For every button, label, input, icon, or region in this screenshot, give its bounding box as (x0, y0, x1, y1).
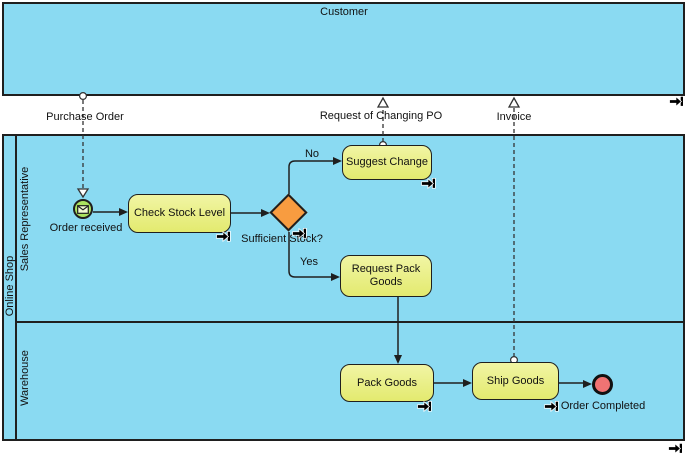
start-event-order-received[interactable] (73, 199, 93, 219)
task-check-stock-level[interactable]: Check Stock Level (128, 194, 231, 233)
task-ship-goods[interactable]: Ship Goods (472, 362, 559, 400)
end-event-order-completed[interactable] (592, 374, 613, 395)
yes-branch-label: Yes (300, 256, 318, 268)
end-event-label: Order Completed (560, 400, 646, 412)
task-check-stock-level-label: Check Stock Level (133, 207, 226, 219)
task-request-pack-goods[interactable]: Request Pack Goods (340, 255, 432, 297)
message-arrowhead-invoice (507, 96, 521, 108)
request-changing-po-label: Request of Changing PO (319, 110, 443, 122)
connector-indicator-icon-suggest-change[interactable] (421, 178, 436, 189)
lane-divider (16, 321, 683, 323)
task-ship-goods-label: Ship Goods (486, 374, 545, 387)
invoice-label: Invoice (496, 111, 532, 123)
task-pack-goods-label: Pack Goods (357, 376, 417, 389)
gateway-label: Sufficient Stock? (241, 233, 323, 245)
connector-indicator-icon-check-stock[interactable] (216, 231, 231, 242)
connector-indicator-icon-pack-goods[interactable] (417, 401, 432, 412)
pool-header-separator (15, 136, 17, 439)
purchase-order-label: Purchase Order (46, 111, 124, 123)
connector-indicator-icon-gateway[interactable] (292, 228, 307, 239)
connector-indicator-icon-ship-goods[interactable] (544, 401, 559, 412)
customer-pool[interactable] (2, 2, 685, 96)
online-shop-pool-label: Online Shop (4, 255, 16, 317)
message-arrowhead-request-changing-po (376, 96, 390, 108)
start-event-label: Order received (49, 222, 123, 234)
task-pack-goods[interactable]: Pack Goods (340, 364, 434, 402)
lane-label-sales-representative: Sales Representative (19, 166, 31, 272)
customer-pool-label: Customer (320, 6, 368, 18)
connector-indicator-icon-customer-pool-edge[interactable] (669, 95, 684, 107)
task-suggest-change-label: Suggest Change (346, 156, 428, 168)
task-suggest-change[interactable]: Suggest Change (342, 145, 432, 180)
message-envelope-icon (77, 204, 89, 214)
lane-label-warehouse: Warehouse (19, 350, 31, 406)
connector-indicator-icon-online-shop-pool-edge[interactable] (668, 443, 683, 454)
no-branch-label: No (304, 148, 320, 160)
task-request-pack-goods-label: Request Pack Goods (351, 263, 421, 288)
